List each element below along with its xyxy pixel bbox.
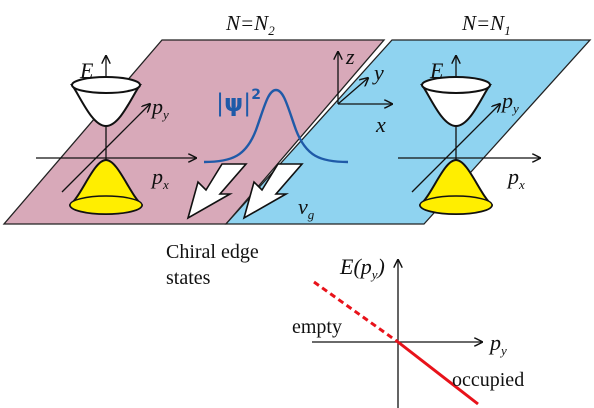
left-px-label: px bbox=[150, 164, 169, 192]
dispersion-occupied-solid bbox=[397, 340, 479, 406]
right-px-label: px bbox=[506, 164, 525, 192]
right-plane bbox=[224, 39, 592, 225]
header-right: N=N1 bbox=[461, 11, 511, 38]
y-axis bbox=[337, 78, 368, 105]
plot-energy-label: E(py) bbox=[339, 254, 385, 282]
right-energy-label: E bbox=[429, 58, 444, 83]
left-py-axis bbox=[61, 104, 150, 193]
right-py-axis bbox=[411, 104, 500, 193]
left-energy-label: E bbox=[79, 58, 94, 83]
left-upper-cone-rim bbox=[71, 76, 141, 94]
caption-line-1: Chiral edge bbox=[166, 241, 259, 263]
occupied-label: occupied bbox=[452, 369, 524, 391]
left-py-label: py bbox=[150, 94, 169, 122]
right-py-label: py bbox=[500, 88, 519, 116]
empty-label: empty bbox=[292, 316, 342, 338]
header-left: N=N2 bbox=[225, 11, 275, 38]
coordinate-axes: z y x bbox=[338, 44, 392, 137]
group-velocity-label: vg bbox=[298, 194, 315, 222]
left-band-structure: E py px bbox=[36, 56, 196, 215]
right-upper-cone bbox=[420, 84, 492, 128]
left-lower-cone-rim bbox=[69, 195, 143, 215]
caption-line-2: states bbox=[166, 267, 211, 289]
z-label: z bbox=[345, 44, 355, 69]
right-lower-cone-rim bbox=[419, 195, 493, 215]
x-label: x bbox=[375, 112, 386, 137]
plot-momentum-label: py bbox=[488, 330, 507, 358]
dispersion-plot: E(py) py empty occupied bbox=[292, 254, 524, 408]
wavefunction-label: |ψ|2 bbox=[216, 87, 261, 117]
wavefunction-curve bbox=[203, 88, 349, 164]
left-upper-cone bbox=[70, 84, 142, 128]
edge-arrow-right bbox=[242, 163, 304, 220]
y-label: y bbox=[372, 60, 384, 85]
dispersion-empty-dashed bbox=[313, 280, 399, 344]
right-upper-cone-rim bbox=[421, 76, 491, 94]
edge-arrow-left bbox=[186, 163, 248, 220]
edge-state-wavefunction: |ψ|2 bbox=[203, 87, 349, 164]
right-band-structure: E py px bbox=[398, 56, 540, 215]
